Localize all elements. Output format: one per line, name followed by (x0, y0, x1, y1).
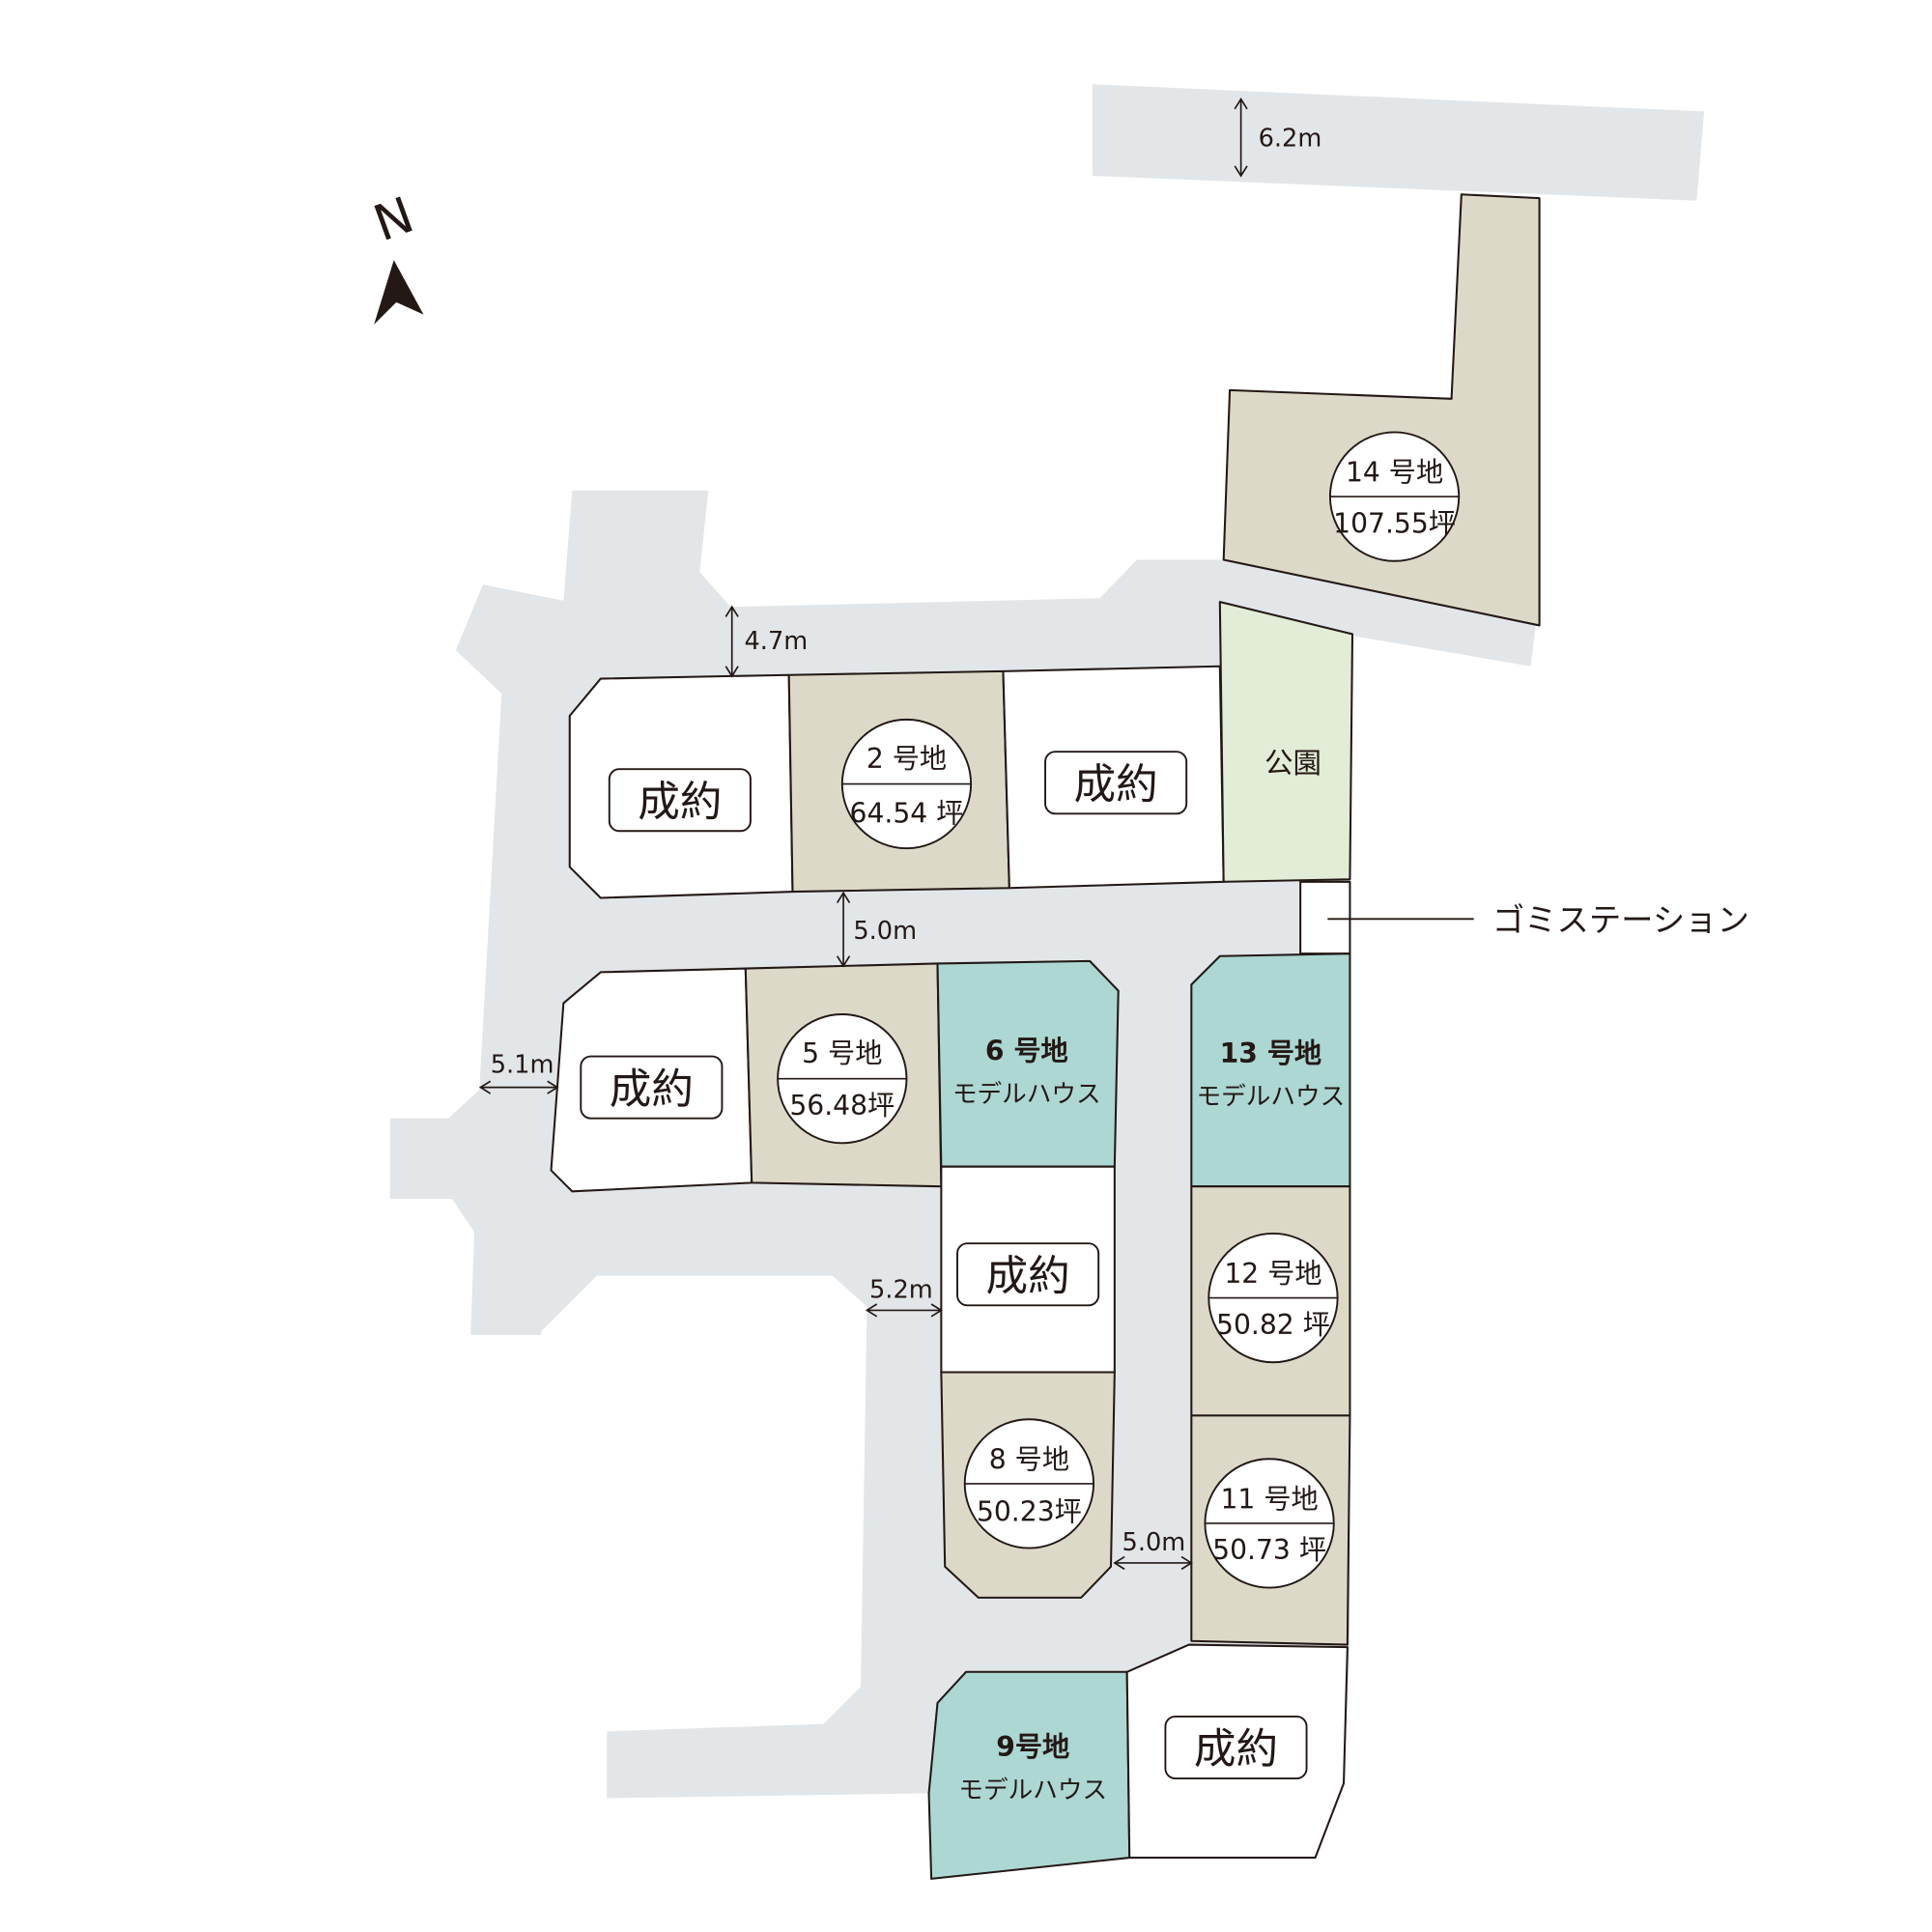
dimension-north: 4.7m (724, 605, 809, 678)
svg-text:成約: 成約 (1194, 1726, 1278, 1775)
sold-badge: 成約 (1044, 751, 1188, 815)
svg-text:2 号地: 2 号地 (867, 743, 947, 775)
road-top (1092, 84, 1705, 201)
svg-text:成約: 成約 (986, 1253, 1070, 1301)
lot-9-note: モデルハウス (958, 1776, 1107, 1805)
svg-text:5.0m: 5.0m (853, 917, 917, 946)
lot-13[interactable] (1190, 952, 1351, 1188)
svg-text:6.2m: 6.2m (1259, 124, 1322, 153)
lot-14-label: 14 号地 107.55坪 (1328, 431, 1461, 562)
sold-badge: 成約 (580, 1055, 724, 1120)
dimension-top: 6.2m (1234, 97, 1322, 178)
dimension-southwest: 5.2m (865, 1276, 943, 1318)
svg-text:50.23坪: 50.23坪 (977, 1495, 1082, 1527)
svg-text:4.7m: 4.7m (745, 627, 809, 656)
lot-13-name: 13 号地 (1220, 1037, 1321, 1069)
garbage-station-label: ゴミステーション (1492, 901, 1749, 939)
garbage-station (1299, 880, 1351, 955)
lot-6[interactable] (936, 959, 1120, 1168)
svg-text:成約: 成約 (1074, 761, 1158, 810)
svg-text:50.82 坪: 50.82 坪 (1216, 1309, 1330, 1341)
lot-5-label: 5 号地 56.48坪 (777, 1013, 908, 1145)
svg-text:8 号地: 8 号地 (989, 1444, 1069, 1476)
lot-8-label: 8 号地 50.23坪 (963, 1418, 1095, 1549)
dimension-middle: 5.0m (836, 891, 917, 968)
dimension-west: 5.1m (478, 1050, 559, 1094)
lot-9-name: 9号地 (996, 1731, 1069, 1763)
svg-text:56.48坪: 56.48坪 (789, 1090, 895, 1122)
lot-14[interactable] (1222, 193, 1541, 627)
svg-text:14 号地: 14 号地 (1346, 457, 1443, 489)
lot-6-note: モデルハウス (952, 1080, 1101, 1109)
lot-2-label: 2 号地 64.54 坪 (840, 718, 973, 850)
svg-text:64.54 坪: 64.54 坪 (850, 797, 964, 829)
north-arrow: N (366, 186, 424, 325)
svg-text:5 号地: 5 号地 (802, 1037, 882, 1069)
park (1218, 601, 1354, 883)
svg-text:12 号地: 12 号地 (1224, 1258, 1321, 1290)
sold-badge: 成約 (608, 768, 752, 833)
svg-text:5.1m: 5.1m (491, 1050, 554, 1079)
svg-text:107.55坪: 107.55坪 (1333, 507, 1456, 539)
svg-text:成約: 成約 (638, 779, 722, 827)
lot-13-note: モデルハウス (1197, 1083, 1346, 1112)
park-label: 公園 (1264, 747, 1321, 780)
svg-text:5.2m: 5.2m (869, 1276, 933, 1305)
north-arrow-icon (374, 260, 424, 325)
sold-badge: 成約 (956, 1242, 1100, 1307)
lot-11-label: 11 号地 50.73 坪 (1204, 1458, 1335, 1589)
north-label: N (366, 186, 421, 254)
dimension-east: 5.0m (1113, 1528, 1193, 1571)
sold-badge: 成約 (1164, 1715, 1308, 1779)
svg-text:5.0m: 5.0m (1122, 1528, 1186, 1557)
svg-text:50.73 坪: 50.73 坪 (1212, 1534, 1326, 1566)
svg-text:11 号地: 11 号地 (1221, 1484, 1319, 1516)
lot-6-name: 6 号地 (985, 1035, 1068, 1066)
svg-text:成約: 成約 (610, 1065, 694, 1114)
lot-12-label: 12 号地 50.82 坪 (1208, 1232, 1339, 1364)
